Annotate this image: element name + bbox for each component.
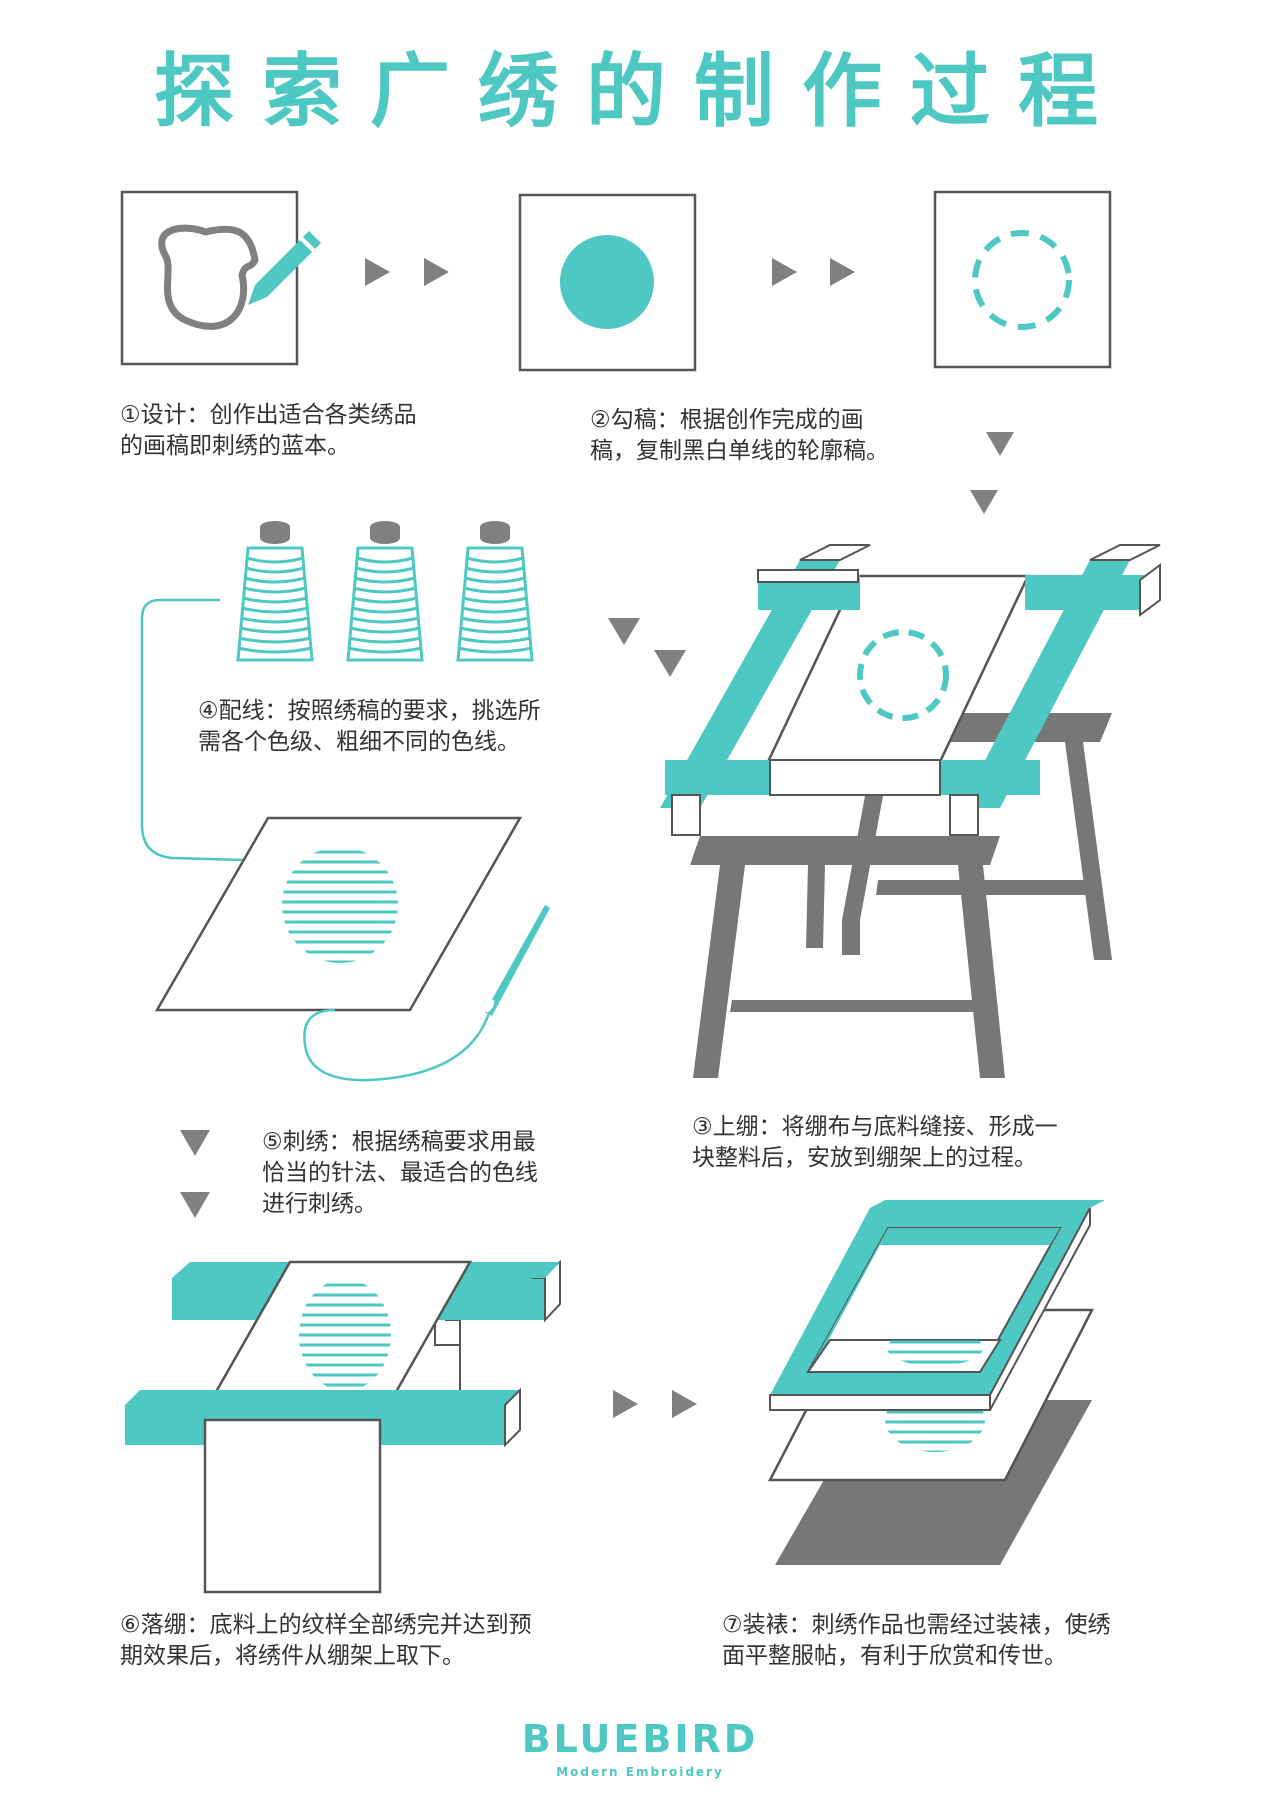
remove-illustration	[125, 1260, 561, 1594]
filled-circle	[560, 235, 654, 329]
design-illustration	[120, 190, 321, 366]
arrow-5	[180, 1130, 210, 1218]
brand-tagline: Modern Embroidery	[556, 1765, 724, 1779]
thread-to-needle	[303, 1008, 492, 1082]
brand-logo: BLUEBIRD	[521, 1717, 759, 1761]
front-stand	[690, 836, 1005, 1078]
draft-outline-illustration	[933, 190, 1112, 369]
caption-stretch: ③上绷：将绷布与底料缝接、形成一块整料后，安放到绷架上的过程。	[692, 1114, 1058, 1171]
page-title: 探索广绣的制作过程	[154, 45, 1126, 138]
frame-rails	[660, 544, 1161, 836]
caption-draft: ②勾稿：根据创作完成的画稿，复制黑白单线的轮廓稿。	[590, 407, 889, 464]
arrow-1	[365, 258, 449, 286]
arrow-4	[608, 618, 686, 677]
thread-line	[140, 598, 246, 862]
needle-icon	[485, 905, 550, 1016]
caption-embroider: ⑤刺绣：根据绣稿要求用最恰当的针法、最适合的色线进行刺绣。	[262, 1129, 538, 1217]
arrow-6	[613, 1390, 697, 1418]
sketch-curve	[158, 224, 259, 330]
frame-stand-illustration	[660, 544, 1161, 1078]
pencil-icon	[248, 231, 321, 305]
spool-2	[346, 521, 424, 662]
caption-thread: ④配线：按照绣稿的要求，挑选所需各个色级、粗细不同的色线。	[198, 698, 541, 755]
picture-frame	[769, 1200, 1105, 1411]
arrow-2	[772, 258, 855, 286]
dashed-circle	[972, 230, 1072, 330]
frame-dashed-circle	[857, 629, 949, 721]
cloth	[154, 816, 523, 1012]
caption-design: ①设计：创作出适合各类绣品的画稿即刺绣的蓝本。	[120, 402, 417, 459]
embroidery-illustration	[154, 816, 550, 1082]
spool-3	[456, 521, 534, 662]
draft-color-illustration	[518, 193, 697, 372]
thread-spools	[140, 521, 534, 862]
caption-remove: ⑥落绷：底料上的纹样全部绣完并达到预期效果后，将绣件从绷架上取下。	[120, 1612, 532, 1669]
caption-mount: ⑦装裱：刺绣作品也需经过装裱，使绣面平整服帖，有利于欣赏和传世。	[722, 1612, 1111, 1669]
spool-1	[236, 521, 314, 662]
mount-illustration	[767, 1200, 1105, 1565]
arrow-3	[970, 432, 1014, 514]
hanging-cloth	[203, 1418, 382, 1594]
